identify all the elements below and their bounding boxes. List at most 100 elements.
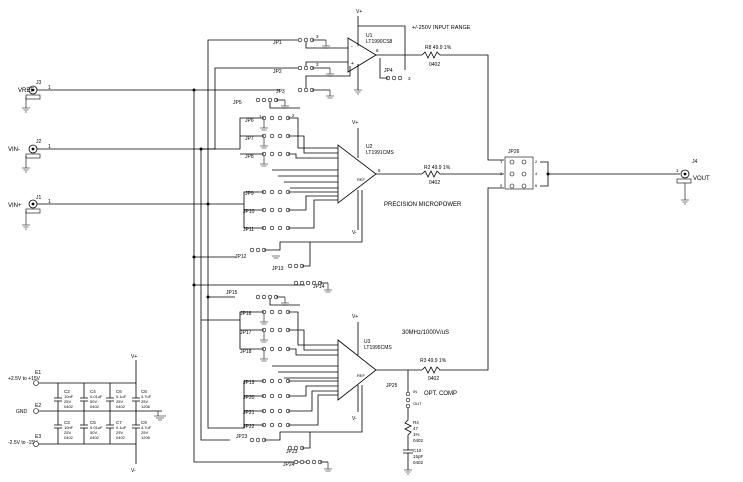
- u1-pin-plus: +: [351, 61, 354, 67]
- bus-vin-plus: [207, 204, 230, 429]
- j3-inner: [31, 88, 35, 92]
- jp9-label: JP9: [245, 191, 254, 197]
- svg-text:1: 1: [500, 159, 503, 164]
- j2-body: [25, 153, 41, 159]
- jp25-in: IN: [413, 389, 417, 394]
- svg-text:0.01uF: 0.01uF: [90, 425, 103, 430]
- u3-supply-neg: V-: [352, 416, 357, 422]
- jp24-label: JP24: [283, 462, 295, 468]
- jp25-out: OUT: [413, 401, 422, 406]
- svg-text:0.1uF: 0.1uF: [116, 425, 127, 430]
- r4-pkg: 0402: [413, 438, 424, 443]
- vin-plus-label: VIN+: [8, 203, 22, 209]
- jp26-output-select: JP26 1 3 5 2 4 6: [500, 149, 680, 190]
- jp17-label: JP17: [240, 330, 252, 336]
- svg-text:C6: C6: [116, 389, 122, 394]
- svg-text:5: 5: [500, 183, 503, 188]
- jp12-label: JP12: [235, 254, 247, 260]
- u1-section: +/-250V INPUT RANGE U1 LT1990CS8 - + V+ …: [273, 9, 471, 99]
- svg-text:4.7uF: 4.7uF: [141, 394, 152, 399]
- opt-comp: JP25 OPT. COMP IN OUT R4 47 1% 0402 C10 …: [386, 370, 457, 475]
- u3-ref: U3: [364, 339, 371, 345]
- jp1-label: JP1: [273, 40, 282, 46]
- svg-text:6: 6: [535, 183, 538, 188]
- jp15-label: JP15: [226, 290, 238, 296]
- svg-text:0402: 0402: [116, 404, 126, 409]
- svg-text:1206: 1206: [141, 404, 151, 409]
- jp22-label: JP22: [243, 424, 255, 430]
- svg-text:50V: 50V: [90, 399, 97, 404]
- vin-minus-label: VIN-: [8, 147, 20, 153]
- svg-text:4: 4: [535, 171, 538, 176]
- svg-text:2: 2: [535, 159, 538, 164]
- bus-vref: [193, 90, 310, 463]
- r2-pkg: 0402: [429, 180, 440, 186]
- resistor-r3: R3 49.9 1% 0402: [420, 187, 504, 382]
- u2-supply-neg: V-: [352, 230, 357, 236]
- u3-opamp: [337, 339, 377, 401]
- e3-label: E3: [35, 434, 41, 440]
- precision-label: PRECISION MICROPOWER: [384, 202, 462, 208]
- j1-label: J1: [36, 195, 42, 201]
- svg-text:25V: 25V: [64, 430, 71, 435]
- u1-supply-pos: V+: [356, 9, 362, 15]
- c10-ref: C10: [413, 448, 422, 453]
- r3-pkg: 0402: [428, 376, 439, 382]
- u1-out-pin: 6: [376, 48, 379, 53]
- svg-text:C4: C4: [90, 389, 96, 394]
- vout-label: VOUT: [693, 176, 710, 182]
- connector-vin-plus: VIN+ J1 1: [8, 195, 208, 230]
- jp8-label: JP8: [245, 154, 254, 160]
- svg-text:1206: 1206: [141, 435, 151, 440]
- u3-section: JP15 JP16 JP17 JP18 U3 LT1995CMS REF V+ …: [201, 290, 449, 472]
- svg-text:25V: 25V: [64, 399, 71, 404]
- svg-text:1: 1: [676, 168, 679, 173]
- jp6-label: JP6: [245, 118, 254, 124]
- input-range-label: +/-250V INPUT RANGE: [412, 25, 471, 31]
- u2-opamp: [337, 144, 377, 204]
- svg-text:10nF: 10nF: [64, 394, 74, 399]
- j1-body: [25, 208, 41, 214]
- svg-text:0402: 0402: [90, 404, 100, 409]
- bus-top: [207, 39, 300, 204]
- svg-text:2: 2: [292, 113, 295, 118]
- svg-text:C5: C5: [90, 420, 96, 425]
- u1-part: LT1990CS8: [366, 39, 393, 45]
- e1-range: +2.5V to +15V: [8, 376, 41, 382]
- power-section: E1 +2.5V to +15V E2 GND E3 -2.5V to -15V…: [8, 354, 166, 474]
- u1-ref: U1: [366, 33, 373, 39]
- speed-label: 30MHz/1000V/uS: [402, 330, 449, 336]
- svg-text:5: 5: [378, 168, 381, 173]
- svg-text:0.1uF: 0.1uF: [116, 394, 127, 399]
- jp18-label: JP18: [240, 349, 252, 355]
- r4-value: 47: [413, 426, 419, 431]
- u2-section: JP5 JP6 1 2 JP7 JP8 U2 LT1991CMS REF V+ …: [201, 97, 462, 293]
- r4-ref: R4: [413, 420, 419, 425]
- svg-text:3: 3: [408, 76, 411, 81]
- j3-label: J3: [36, 80, 42, 86]
- opt-comp-label: OPT. COMP: [424, 391, 457, 397]
- j3-pin: 1: [48, 85, 51, 91]
- svg-text:0402: 0402: [116, 435, 126, 440]
- bus-vin-minus: [200, 149, 230, 441]
- jp5-label: JP5: [233, 100, 242, 106]
- r8-label: R8 49.9 1%: [425, 45, 452, 51]
- j1-inner: [31, 202, 35, 206]
- svg-text:25V: 25V: [116, 399, 123, 404]
- svg-text:C7: C7: [116, 420, 122, 425]
- svg-text:25V: 25V: [116, 430, 123, 435]
- e1-label: E1: [35, 370, 41, 376]
- bus-top2: [214, 67, 300, 149]
- jp21-label: JP21: [243, 410, 255, 416]
- svg-text:3: 3: [316, 62, 319, 67]
- jp25-label: JP25: [386, 383, 398, 389]
- svg-text:3: 3: [500, 171, 503, 176]
- jp23-label: JP23: [236, 434, 248, 440]
- j2-pin: 1: [48, 144, 51, 150]
- svg-text:0.01uF: 0.01uF: [90, 394, 103, 399]
- jp3-label: JP3: [276, 89, 285, 95]
- jp13-label: JP13: [272, 266, 284, 272]
- jp26-label: JP26: [508, 149, 520, 155]
- svg-text:25V: 25V: [141, 399, 148, 404]
- j4-label: J4: [692, 159, 698, 165]
